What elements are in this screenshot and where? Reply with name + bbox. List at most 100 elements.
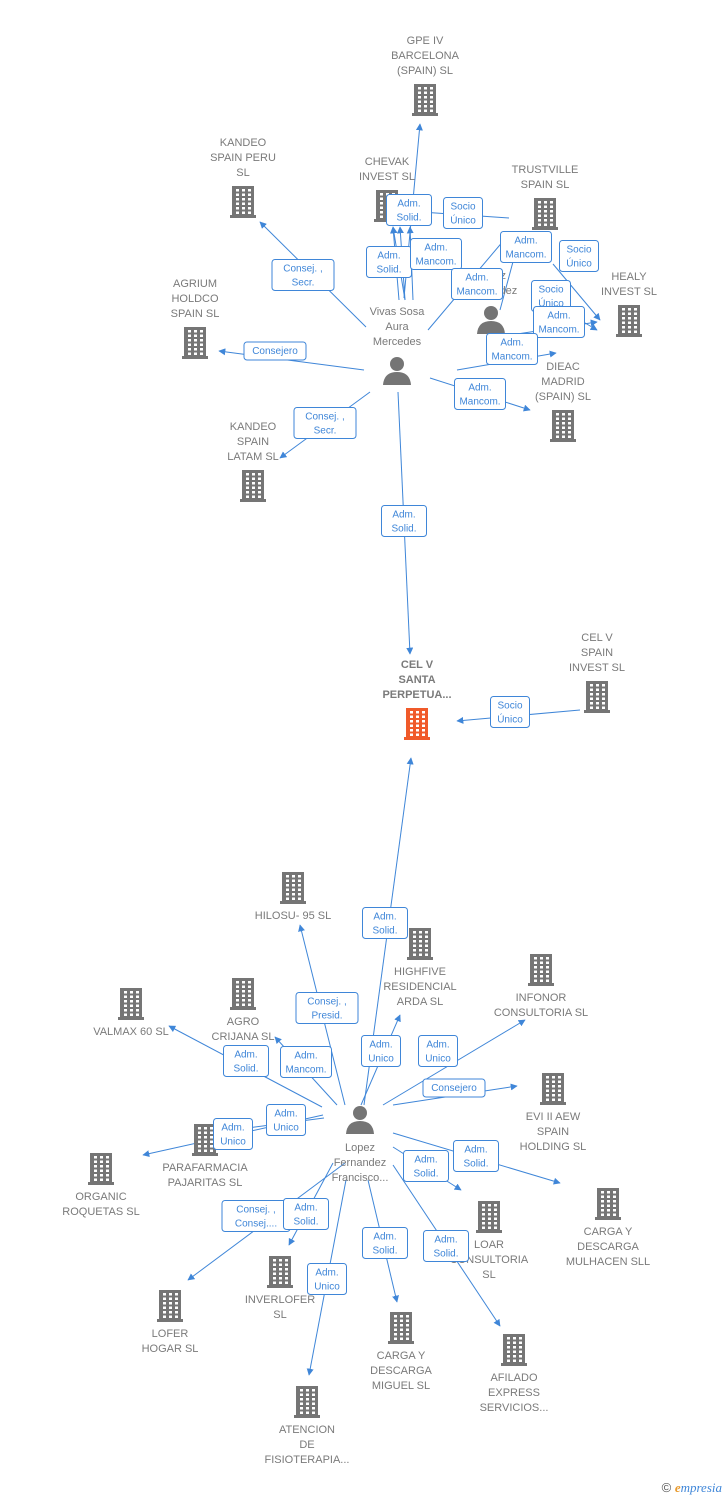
edge-label-text: Consej. ,Consej.... [235, 1205, 277, 1230]
node-label: VALMAX 60 SL [93, 1026, 169, 1038]
edge-label-text: Consej. ,Secr. [283, 264, 322, 289]
edge-label-lopez_bottom-highfive[interactable]: Adm.Unico [361, 1035, 401, 1067]
edge-label-vivas-chevak[interactable]: Adm.Solid. [366, 246, 412, 278]
building-icon [528, 954, 554, 986]
edge-label-vivas-gpe[interactable]: Adm.Solid. [386, 194, 432, 226]
edge-label-text: Adm.Solid. [293, 1203, 318, 1228]
edge-label-lopez_bottom-carga_mulhacen[interactable]: Adm.Solid. [453, 1140, 499, 1172]
edge-label-text: Adm.Unico [425, 1040, 451, 1065]
building-icon [532, 198, 558, 230]
building-icon [240, 470, 266, 502]
edge-label-lopez_bottom-lofer[interactable]: Consej. ,Consej.... [221, 1200, 291, 1232]
building-icon [407, 928, 433, 960]
edge-lopez_top-healy [552, 263, 601, 321]
edge-label-lopez_bottom-atencion[interactable]: Adm.Solid. [362, 1227, 408, 1259]
edge-label-lopez_bottom-infonor[interactable]: Adm.Unico [418, 1035, 458, 1067]
node-hilosu[interactable]: HILOSU- 95 SL [255, 872, 331, 922]
edge-label-lopez_bottom-agro[interactable]: Adm.Mancom. [280, 1046, 332, 1078]
edge-label-vivas-dieac[interactable]: Adm.Mancom. [486, 333, 538, 365]
edge-label-vivas-focus[interactable]: Adm.Solid. [381, 505, 427, 537]
edge-label-lopez_bottom-focus[interactable]: Adm.Solid. [362, 907, 408, 939]
person-icon [383, 357, 411, 385]
edge-label-lopez_top-healy[interactable]: Adm.Mancom. [533, 306, 585, 338]
edge-label-vivas-trustville[interactable]: Adm.Mancom. [500, 231, 552, 263]
copyright-symbol: © [661, 1480, 672, 1495]
edge-label-lopez_bottom-carga_miguel[interactable]: Adm.Solid. [423, 1230, 469, 1262]
edge-label-vivas-dieac[interactable]: Adm.Mancom. [454, 378, 506, 410]
edge-label-lopez_bottom-afilado[interactable]: Adm.Unico [307, 1263, 347, 1295]
edge-line [552, 263, 601, 321]
building-icon [616, 305, 642, 337]
edge-label-lopez_bottom-inverlofer[interactable]: Adm.Solid. [283, 1198, 329, 1230]
edge-label-lopez_bottom-loar[interactable]: Adm.Solid. [403, 1150, 449, 1182]
edge-label-text: Adm.Mancom. [415, 243, 456, 268]
edge-label-text: Adm.Solid. [372, 1232, 397, 1257]
edge-label-lopez_bottom-organic[interactable]: Adm.Unico [213, 1118, 253, 1150]
edge-label-text: Adm.Mancom. [491, 338, 532, 363]
node-valmax[interactable]: VALMAX 60 SL [93, 988, 169, 1038]
edge-label-text: Adm.Mancom. [456, 273, 497, 298]
edge-label-vivas-kandeo_peru[interactable]: Consej. ,Secr. [271, 259, 335, 291]
edge-label-text: Adm.Solid. [391, 510, 416, 535]
edge-label-vivas-kandeo_latam[interactable]: Consej. ,Secr. [293, 407, 357, 439]
edge-label-lopez_bottom-parafarmacia[interactable]: Adm.Unico [266, 1104, 306, 1136]
edge-label-vivas-chevak[interactable]: Adm.Mancom. [410, 238, 462, 270]
edge-label-vivas-agrium[interactable]: Consejero [243, 341, 307, 361]
edge-label-lopez_bottom-hilosu[interactable]: Consej. ,Presid. [295, 992, 359, 1024]
edge-label-lopez_bottom-valmax[interactable]: Adm.Solid. [223, 1045, 269, 1077]
edge-label-text: Adm.Solid. [396, 199, 421, 224]
footer-brand[interactable]: © empresia [662, 1480, 722, 1496]
edge-label-lopez_top-trustville[interactable]: Adm.Mancom. [451, 268, 503, 300]
edge-label-text: Adm.Unico [314, 1268, 340, 1293]
building-icon [280, 872, 306, 904]
edge-label-text: Adm.Unico [220, 1123, 246, 1148]
building-icon [182, 327, 208, 359]
edge-label-lopez_bottom-evi[interactable]: Consejero [422, 1078, 486, 1098]
building-icon [230, 978, 256, 1010]
edge-label-text: Adm.Solid. [233, 1050, 258, 1075]
